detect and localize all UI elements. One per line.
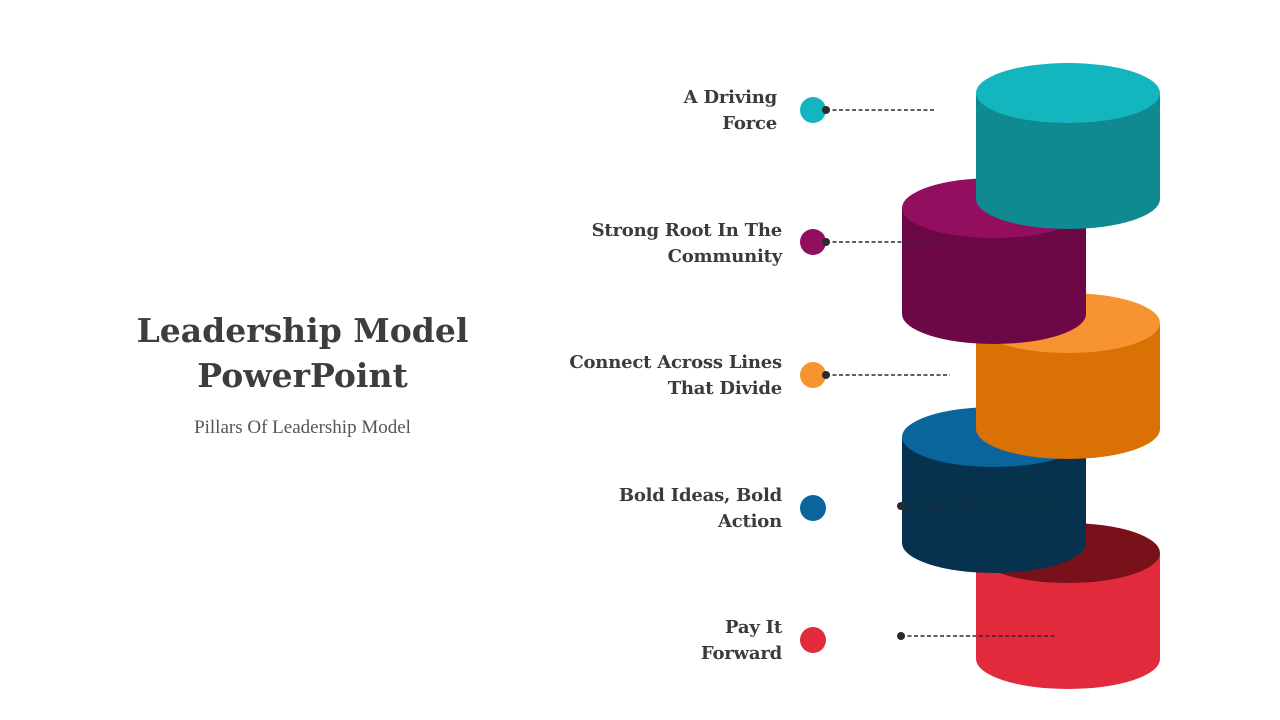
markers (800, 97, 830, 653)
marker-circle-driving-force (800, 97, 826, 123)
pillar-label-line: Force (722, 113, 777, 134)
cylinder-body (976, 553, 1160, 689)
marker-circle-bold-ideas (800, 495, 826, 521)
cylinder-body (902, 208, 1086, 344)
slide-title: Leadership Model PowerPoint (110, 308, 495, 398)
title-line-2: PowerPoint (197, 356, 408, 395)
pillar-label-line: Pay It (725, 617, 782, 638)
connector-bold-ideas (897, 502, 1056, 510)
connector-dot (822, 238, 830, 246)
pillar-label-connect-across: Connect Across Lines That Divide (522, 350, 782, 402)
marker-circle-pay-it-forward (800, 627, 826, 653)
cylinder-driving-force (976, 63, 1160, 229)
pillar-label-line: A Driving (683, 87, 778, 108)
cylinder-top (976, 63, 1160, 123)
pillar-label-bold-ideas: Bold Ideas, Bold Action (522, 483, 782, 535)
cylinder-body (976, 93, 1160, 229)
pillar-label-pay-it-forward: Pay It Forward (522, 615, 782, 667)
pillar-label-line: Community (667, 246, 783, 267)
pillar-label-line: Action (718, 511, 782, 532)
pillar-label-line: That Divide (667, 378, 783, 399)
slide-subtitle: Pillars Of Leadership Model (194, 417, 411, 438)
cylinder-body (902, 437, 1086, 573)
pillar-label-driving-force: A Driving Force (517, 85, 778, 137)
connector-pay-it-forward (897, 632, 1056, 640)
pillar-label-line: Connect Across Lines (569, 352, 782, 373)
pillar-label-line: Bold Ideas, Bold (618, 485, 782, 506)
connector-dot (822, 371, 830, 379)
cylinder-body (976, 323, 1160, 459)
connector-dot (822, 106, 830, 114)
title-block: Leadership Model PowerPoint Pillars Of L… (110, 308, 495, 439)
marker-circle-strong-root (800, 229, 826, 255)
title-line-1: Leadership Model (136, 311, 469, 350)
pillar-label-line: Forward (700, 643, 782, 664)
pillar-label-strong-root: Strong Root In The Community (522, 218, 783, 270)
pillar-label-line: Strong Root In The (591, 220, 783, 241)
marker-circle-connect-across (800, 362, 826, 388)
